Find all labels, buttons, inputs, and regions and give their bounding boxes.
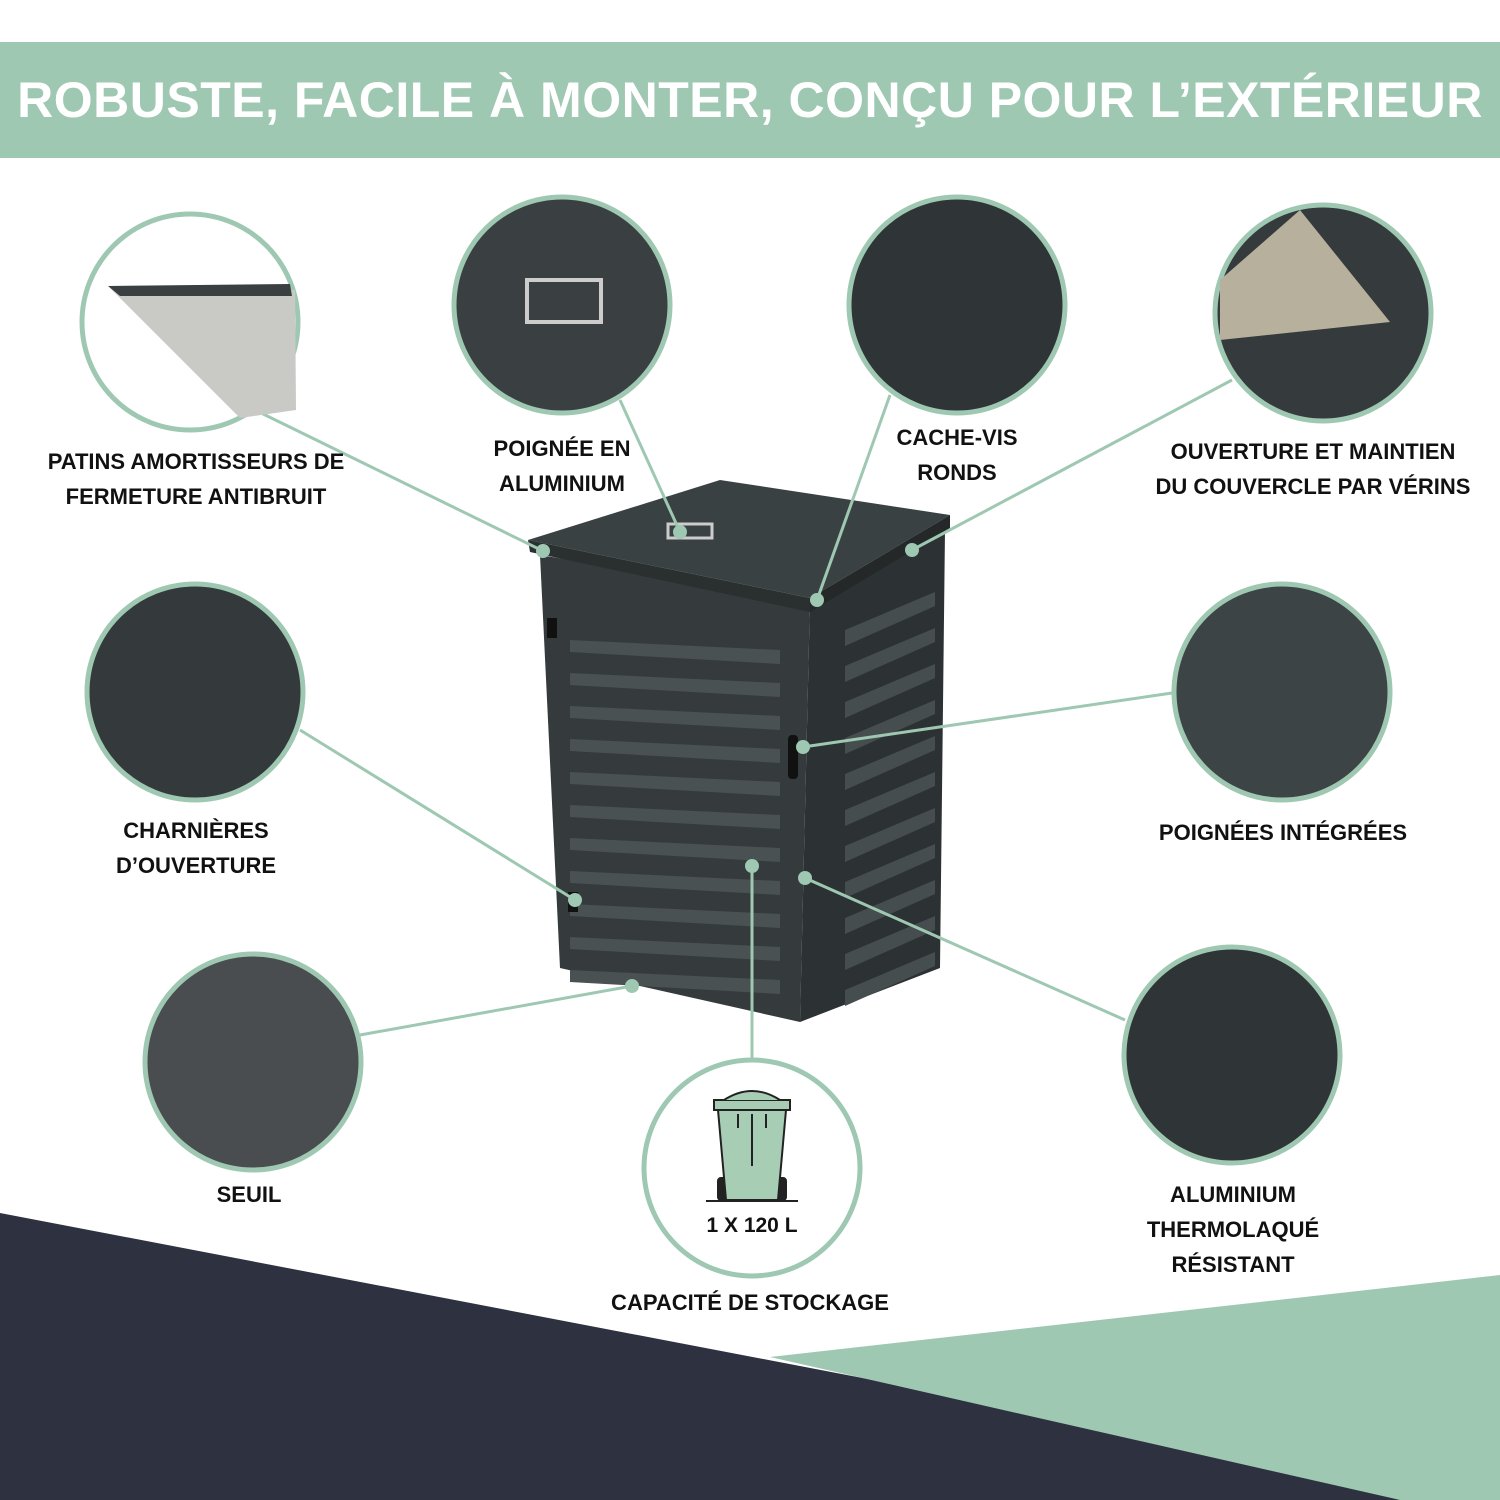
side-slat (845, 664, 935, 718)
side-slat (845, 844, 935, 898)
page-title: ROBUSTE, FACILE À MONTER, CONÇU POUR L’E… (17, 72, 1483, 128)
trash-bin-icon (706, 1090, 798, 1202)
detail-poignees-integrees (1171, 581, 1393, 803)
lid-handle (666, 522, 714, 540)
door-handle (788, 735, 798, 779)
bottom-green-band (770, 1275, 1500, 1500)
label-poignees-integrees: POIGNÉES INTÉGRÉES (1158, 820, 1408, 845)
door-slat (570, 937, 780, 961)
door-slat (570, 871, 780, 895)
detail-poignee-aluminium (451, 194, 673, 416)
detail-charnieres (84, 581, 306, 803)
label-capacite: CAPACITÉ DE STOCKAGE (611, 1290, 889, 1315)
capacity-value: 1 X 120 L (706, 1214, 798, 1237)
door-slat (570, 673, 780, 697)
door-slat (570, 838, 780, 862)
side-slat (845, 808, 935, 862)
leader-lines (254, 378, 1233, 1060)
side-slat (845, 628, 935, 682)
door-slat (570, 772, 780, 796)
detail-seuil (142, 951, 364, 1173)
detail-cache-vis (846, 194, 1068, 416)
side-slat (845, 772, 935, 826)
detail-aluminium-thermolaque (1121, 944, 1343, 1166)
side-slat (845, 952, 935, 1006)
door-slat (570, 805, 780, 829)
door-slat (570, 706, 780, 730)
door-slat (570, 970, 780, 994)
door-slat (570, 904, 780, 928)
callout-dots (536, 525, 919, 993)
bin-cabinet-product (528, 480, 950, 1022)
door-slat (570, 739, 780, 763)
title-banner: ROBUSTE, FACILE À MONTER, CONÇU POUR L’E… (0, 42, 1500, 158)
side-slat (845, 916, 935, 970)
side-slat (845, 700, 935, 754)
side-slat (845, 880, 935, 934)
label-seuil: SEUIL (216, 1182, 282, 1207)
side-slat (845, 736, 935, 790)
side-slat (845, 592, 935, 646)
door-slat (570, 640, 780, 664)
